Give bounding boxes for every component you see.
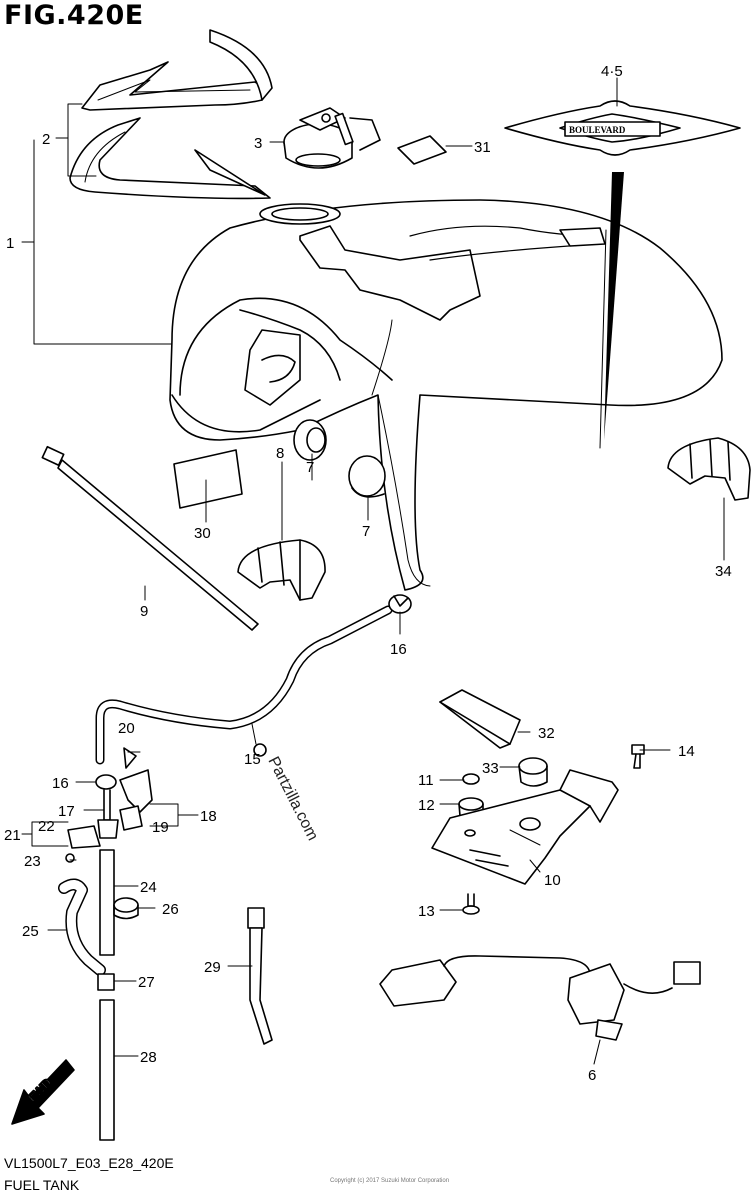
callout-8: 8 [276, 445, 284, 462]
callout-4-5: 4·5 [601, 63, 623, 80]
rubber-cushion[interactable] [518, 757, 548, 787]
callout-24: 24 [140, 879, 157, 896]
hose-cap[interactable] [113, 897, 139, 920]
callout-33: 33 [482, 760, 499, 777]
breather-hose[interactable] [95, 605, 393, 765]
callout-31: 31 [474, 139, 491, 156]
figure-title: FIG.420E [4, 0, 144, 31]
callout-1: 1 [6, 235, 14, 252]
tank-rear-bracket[interactable] [431, 769, 619, 885]
fuel-cap[interactable] [283, 107, 381, 169]
callout-21: 21 [4, 827, 21, 844]
callout-11: 11 [418, 772, 434, 789]
side-trim-upper[interactable] [81, 29, 273, 111]
caution-label[interactable] [397, 135, 447, 165]
callout-9: 9 [140, 603, 148, 620]
fuel-hose-25[interactable] [58, 878, 106, 976]
callout-32: 32 [538, 725, 555, 742]
fuel-hose-28[interactable] [99, 999, 115, 1141]
callout-14: 14 [678, 743, 695, 760]
callout-6: 6 [588, 1067, 596, 1084]
callout-27: 27 [138, 974, 155, 991]
cushion-lower[interactable] [348, 455, 386, 498]
callout-2: 2 [42, 131, 50, 148]
fuel-hose-24[interactable] [99, 849, 115, 956]
callout-labels: 1 2 3 4·5 31 30 7 7 8 9 34 16 32 14 20 1… [4, 63, 732, 1084]
info-label[interactable] [173, 449, 243, 509]
callout-10: 10 [544, 872, 561, 889]
clamp-small[interactable] [253, 743, 267, 757]
callout-22: 22 [38, 818, 55, 835]
callout-28: 28 [140, 1049, 157, 1066]
side-trim-lower[interactable] [69, 117, 271, 200]
callout-3: 3 [254, 135, 262, 152]
callout-25: 25 [22, 923, 39, 940]
bolt-13[interactable] [462, 893, 480, 915]
cable-tie[interactable] [41, 445, 259, 631]
callout-26: 26 [162, 901, 179, 918]
tank-damper-front[interactable] [237, 539, 326, 601]
watermark: Partzilla.com [264, 754, 321, 843]
cushion-upper[interactable] [293, 419, 327, 461]
hose-joint[interactable] [97, 973, 115, 991]
callout-30: 30 [194, 525, 211, 542]
callout-16-upper: 16 [390, 641, 407, 658]
hose-clamp-upper[interactable] [388, 594, 412, 614]
callout-17: 17 [58, 803, 75, 820]
callout-19: 19 [152, 819, 169, 836]
leader-lines [21, 77, 725, 1065]
fuel-tank[interactable] [169, 199, 723, 591]
strap-band[interactable] [247, 907, 273, 1045]
fine-print: Copyright (c) 2017 Suzuki Motor Corporat… [330, 1178, 450, 1184]
callout-7-upper: 7 [306, 459, 314, 476]
callout-15: 15 [244, 751, 261, 768]
tank-damper-rear[interactable] [667, 437, 751, 501]
fuel-level-sensor[interactable] [379, 955, 701, 1041]
callout-12: 12 [418, 797, 435, 814]
callout-23: 23 [24, 853, 41, 870]
callout-13: 13 [418, 903, 435, 920]
section-name: FUEL TANK [4, 1177, 80, 1193]
fuel-valve-assembly[interactable] [65, 747, 153, 863]
callout-16-lower: 16 [52, 775, 69, 792]
callout-20: 20 [118, 720, 135, 737]
callout-7-lower: 7 [362, 523, 370, 540]
forward-arrow-icon: FWD [11, 1059, 75, 1125]
collar[interactable] [462, 773, 480, 785]
callout-18: 18 [200, 808, 217, 825]
bolt-14[interactable] [631, 744, 645, 769]
emblem-text: BOULEVARD [569, 125, 626, 135]
callout-29: 29 [204, 959, 221, 976]
boulevard-emblem[interactable] [504, 100, 741, 156]
callout-34: 34 [715, 563, 732, 580]
seat-damper[interactable] [439, 689, 521, 749]
model-code: VL1500L7_E03_E28_420E [4, 1155, 174, 1171]
emblem-stripe [604, 172, 624, 440]
